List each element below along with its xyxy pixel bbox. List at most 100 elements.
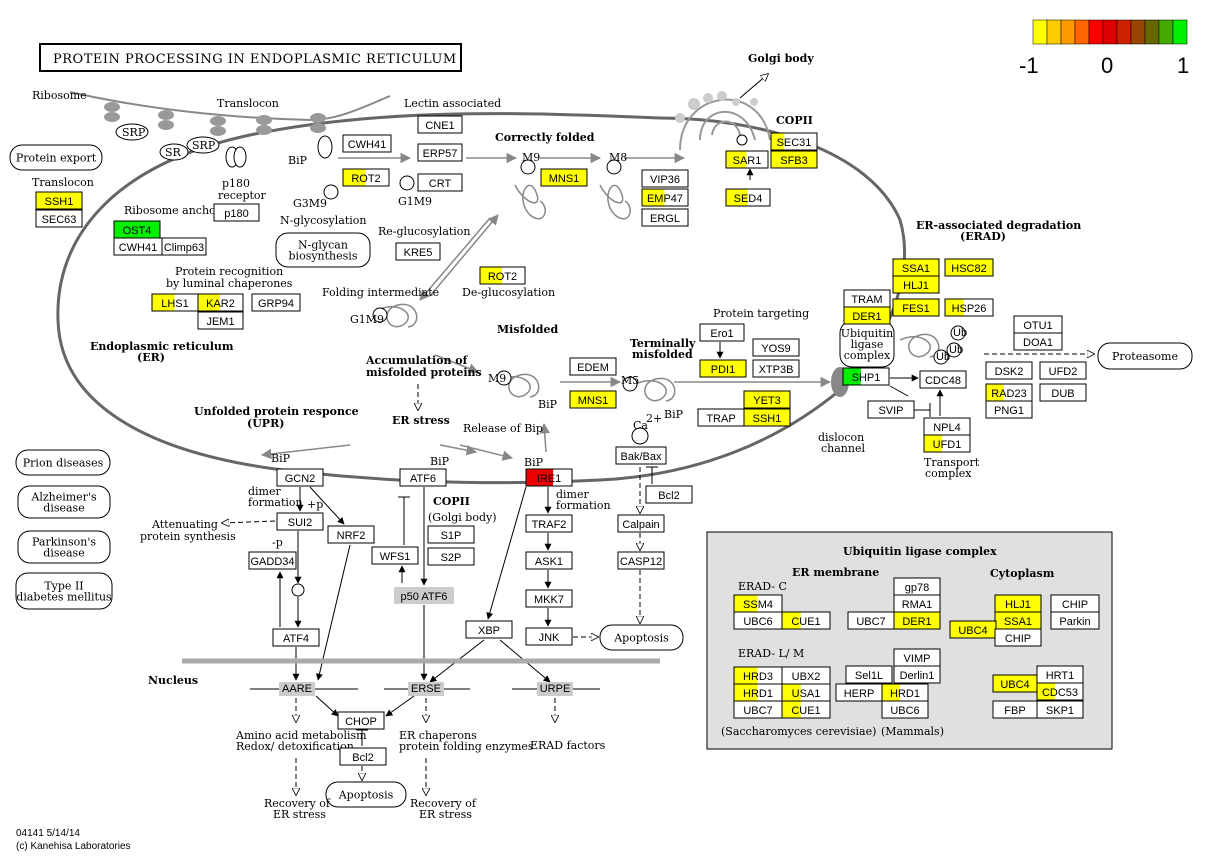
gene-sel1l[interactable]: Sel1L	[845, 665, 893, 684]
gene-edem[interactable]: EDEM	[569, 357, 617, 376]
gene-ubc4[interactable]: UBC4	[992, 674, 1038, 693]
gene-cwh41[interactable]: CWH41	[342, 134, 392, 153]
gene-hsp26[interactable]: HSP26	[944, 298, 994, 317]
gene-kre5[interactable]: KRE5	[395, 242, 441, 261]
gene-sar1[interactable]: SAR1	[725, 150, 769, 169]
gene-ergl[interactable]: ERGL	[641, 208, 689, 227]
gene-casp12[interactable]: CASP12	[617, 551, 665, 570]
gene-ubc6[interactable]: UBC6	[881, 700, 929, 719]
gene-nrf2[interactable]: NRF2	[327, 525, 375, 544]
gene-chip[interactable]: CHIP	[1050, 594, 1100, 613]
gene-emp47[interactable]: EMP47	[641, 188, 689, 207]
pathway-link-prion-diseases[interactable]: Prion diseases	[15, 449, 111, 476]
gene-crt[interactable]: CRT	[417, 173, 463, 192]
gene-herp[interactable]: HERP	[835, 683, 883, 702]
gene-s2p[interactable]: S2P	[427, 547, 475, 566]
gene-ubx2[interactable]: UBX2	[781, 666, 831, 685]
gene-atf4[interactable]: ATF4	[272, 628, 320, 647]
gene-trap[interactable]: TRAP	[697, 408, 745, 427]
gene-bcl2[interactable]: Bcl2	[339, 747, 387, 766]
gene-rot2[interactable]: ROT2	[342, 168, 390, 187]
gene-p50-atf6[interactable]: p50 ATF6	[394, 587, 454, 604]
gene-hsc82[interactable]: HSC82	[944, 258, 994, 277]
gene-s1p[interactable]: S1P	[427, 525, 475, 544]
gene-kar2[interactable]: KAR2	[197, 293, 244, 312]
gene-dsk2[interactable]: DSK2	[985, 361, 1033, 380]
gene-ero1[interactable]: Ero1	[699, 323, 745, 342]
pathway-link-apoptosis[interactable]: Apoptosis	[325, 781, 407, 808]
gene-jnk[interactable]: JNK	[525, 627, 573, 646]
pathway-link-protein-export[interactable]: Protein export	[9, 144, 103, 171]
gene-lhs1[interactable]: LHS1	[151, 293, 199, 312]
gene-mkk7[interactable]: MKK7	[525, 589, 573, 608]
gene-yos9[interactable]: YOS9	[752, 338, 800, 357]
gene-ssm4[interactable]: SSM4	[733, 594, 783, 613]
gene-ssh1[interactable]: SSH1	[35, 191, 83, 210]
gene-climp63[interactable]: Climp63	[161, 237, 207, 256]
gene-chop[interactable]: CHOP	[337, 711, 385, 730]
gene-atf6[interactable]: ATF6	[399, 468, 447, 487]
gene-ufd1[interactable]: UFD1	[923, 434, 971, 453]
gene-fes1[interactable]: FES1	[892, 298, 940, 317]
gene-hrd3[interactable]: HRD3	[733, 666, 783, 685]
gene-sec63[interactable]: SEC63	[35, 209, 83, 228]
gene-png1[interactable]: PNG1	[985, 400, 1033, 419]
gene-erse[interactable]: ERSE	[408, 682, 444, 696]
gene-xtp3b[interactable]: XTP3B	[752, 359, 800, 378]
pathway-link-proteasome[interactable]: Proteasome	[1097, 342, 1193, 370]
gene-ssa1[interactable]: SSA1	[994, 611, 1042, 630]
gene-mns1[interactable]: MNS1	[540, 168, 588, 187]
gene-aare[interactable]: AARE	[279, 682, 315, 696]
gene-sec31[interactable]: SEC31	[770, 132, 818, 151]
gene-calpain[interactable]: Calpain	[617, 514, 665, 533]
gene-shp1[interactable]: SHP1	[842, 367, 890, 386]
gene-chip[interactable]: CHIP	[994, 628, 1042, 647]
gene-yet3[interactable]: YET3	[743, 390, 791, 409]
gene-der1[interactable]: DER1	[843, 306, 891, 325]
gene-parkin[interactable]: Parkin	[1050, 611, 1100, 630]
gene-cdc48[interactable]: CDC48	[919, 370, 967, 389]
gene-gcn2[interactable]: GCN2	[276, 468, 324, 487]
gene-cne1[interactable]: CNE1	[417, 115, 463, 134]
gene-fbp[interactable]: FBP	[992, 700, 1038, 719]
gene-ubc4[interactable]: UBC4	[949, 620, 997, 639]
gene-ubc7[interactable]: UBC7	[733, 700, 783, 719]
gene-hlj1[interactable]: HLJ1	[994, 594, 1042, 613]
gene-jem1[interactable]: JEM1	[197, 311, 244, 330]
gene-ask1[interactable]: ASK1	[525, 551, 573, 570]
gene-tram[interactable]: TRAM	[843, 289, 891, 308]
gene-derlin1[interactable]: Derlin1	[893, 665, 941, 684]
gene-bcl2[interactable]: Bcl2	[645, 485, 693, 504]
gene-npl4[interactable]: NPL4	[923, 417, 971, 436]
gene-sui2[interactable]: SUI2	[276, 512, 324, 531]
gene-p180[interactable]: p180	[213, 203, 260, 222]
gene-cwh41[interactable]: CWH41	[113, 237, 163, 256]
gene-wfs1[interactable]: WFS1	[371, 546, 419, 565]
gene-hrd1[interactable]: HRD1	[733, 683, 783, 702]
gene-der1[interactable]: DER1	[893, 611, 941, 630]
gene-cdc53[interactable]: CDC53	[1036, 682, 1084, 701]
gene-dub[interactable]: DUB	[1039, 383, 1087, 402]
pathway-link-apoptosis[interactable]: Apoptosis	[599, 624, 684, 651]
gene-usa1[interactable]: USA1	[781, 683, 831, 702]
gene-ssh1[interactable]: SSH1	[743, 408, 791, 427]
gene-traf2[interactable]: TRAF2	[525, 514, 573, 533]
gene-pdi1[interactable]: PDI1	[699, 359, 747, 378]
gene-doa1[interactable]: DOA1	[1013, 332, 1063, 351]
gene-bak-bax[interactable]: Bak/Bax	[615, 446, 667, 465]
gene-gp78[interactable]: gp78	[893, 577, 941, 596]
gene-erp57[interactable]: ERP57	[417, 143, 463, 162]
gene-vip36[interactable]: VIP36	[641, 169, 689, 188]
gene-vimp[interactable]: VIMP	[893, 648, 941, 667]
gene-rot2[interactable]: ROT2	[479, 266, 526, 285]
gene-cue1[interactable]: CUE1	[781, 611, 831, 630]
gene-ssa1[interactable]: SSA1	[892, 258, 940, 277]
gene-ubc7[interactable]: UBC7	[847, 611, 895, 630]
gene-sfb3[interactable]: SFB3	[770, 150, 818, 169]
gene-ire1[interactable]: IRE1	[525, 468, 573, 487]
gene-otu1[interactable]: OTU1	[1013, 315, 1063, 334]
gene-grp94[interactable]: GRP94	[251, 293, 301, 312]
